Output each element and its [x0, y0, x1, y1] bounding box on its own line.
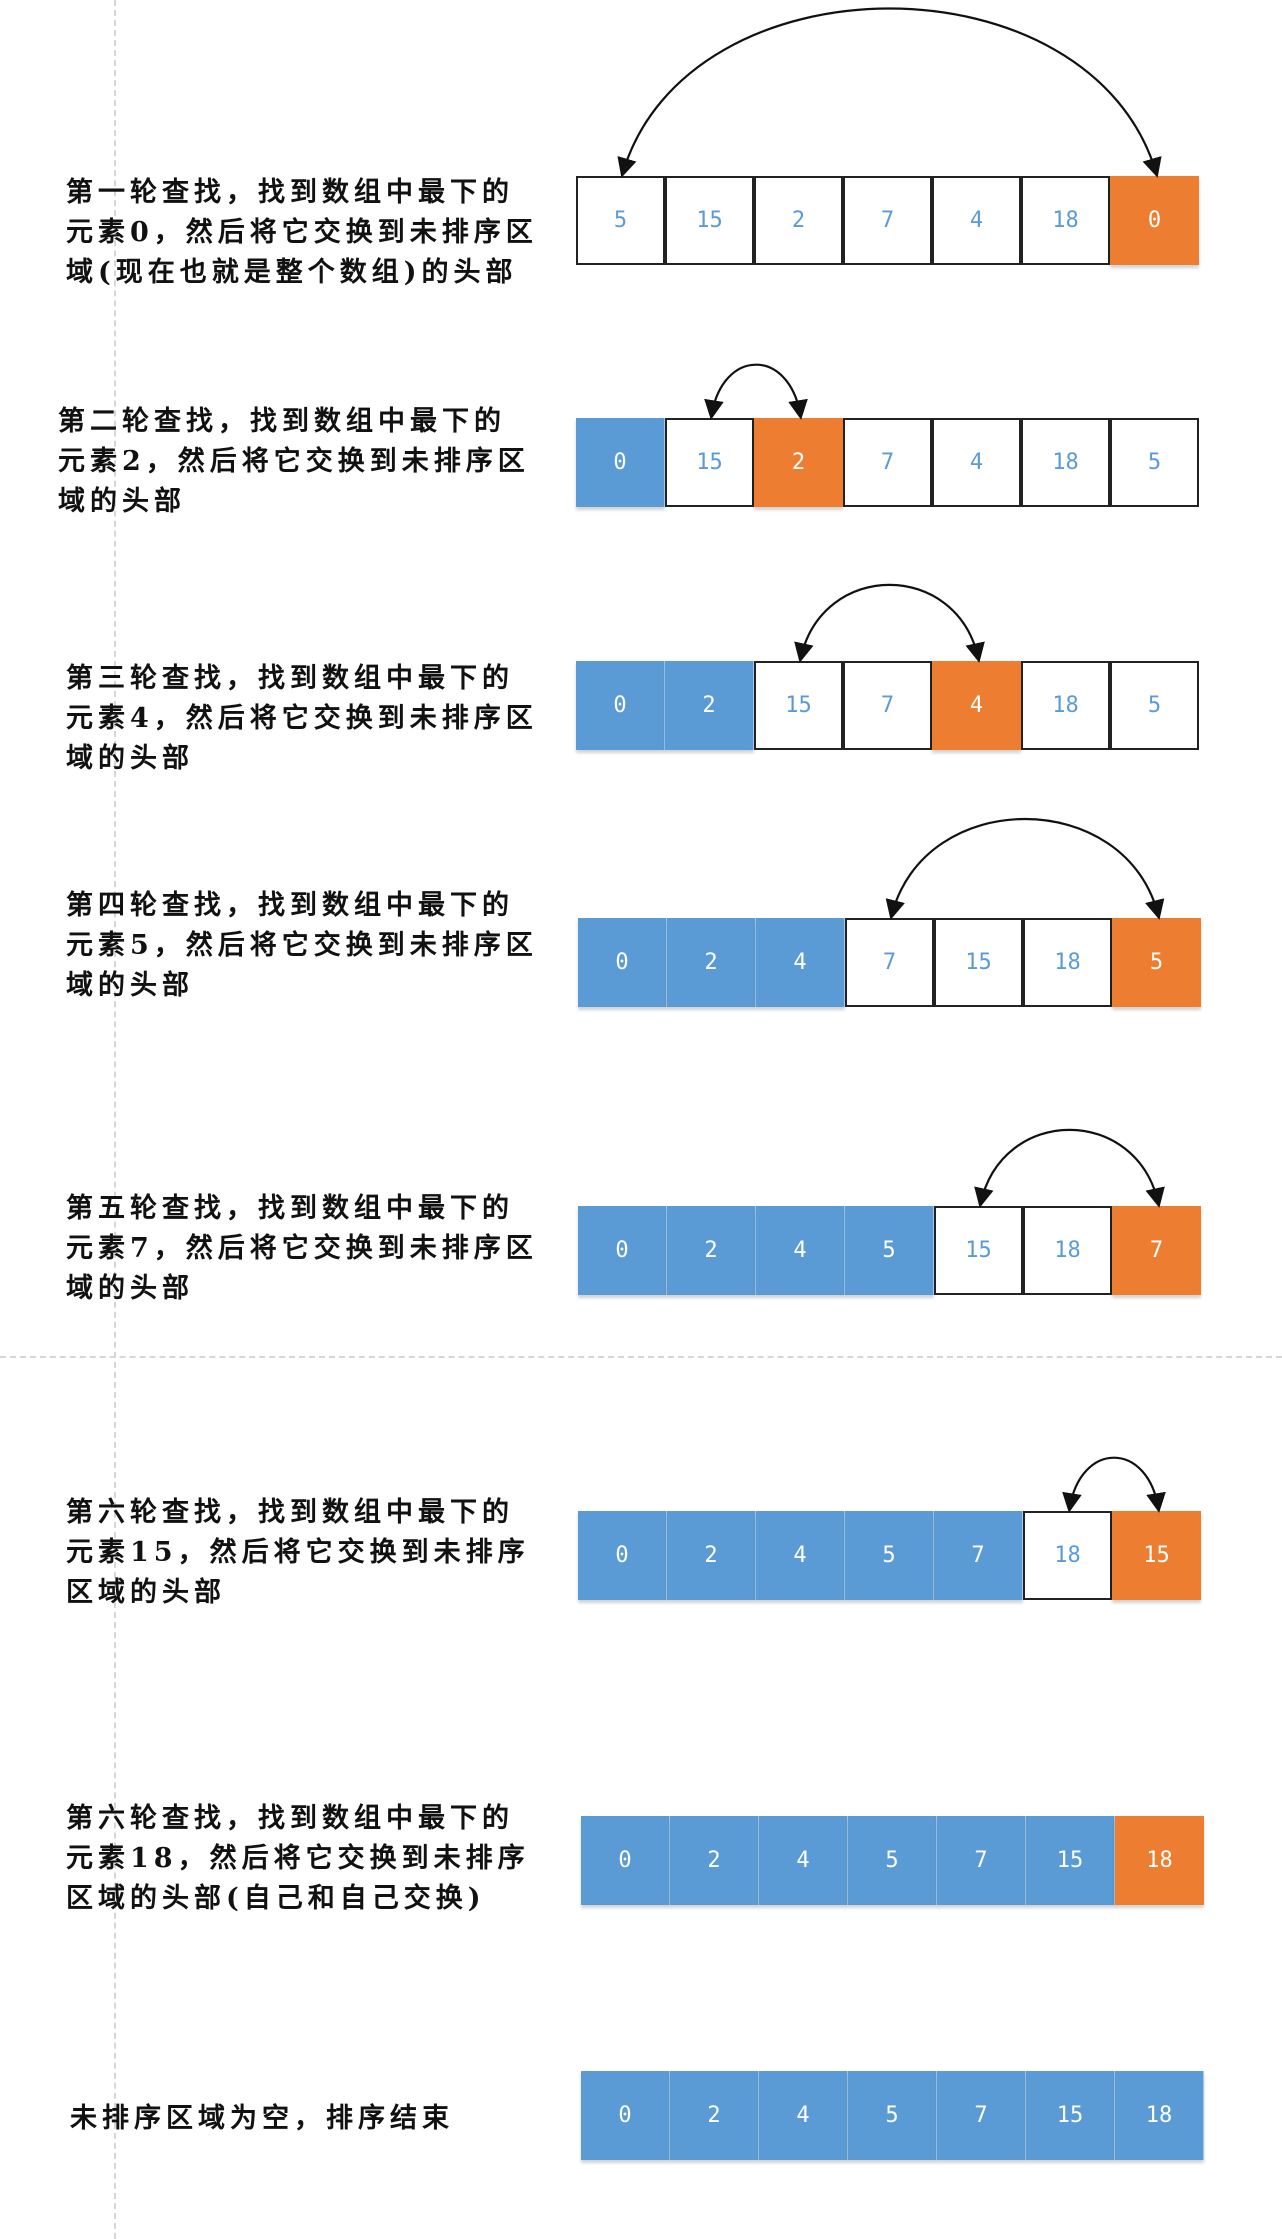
array-cell-unsorted: 7 — [843, 176, 932, 265]
array-cell-sorted: 4 — [756, 1511, 845, 1600]
step-description: 第四轮查找，找到数组中最下的 元素5，然后将它交换到未排序区 域的头部 — [66, 890, 538, 1001]
array-cell-sorted: 7 — [937, 2071, 1026, 2160]
array-cell-sorted: 5 — [848, 2071, 937, 2160]
array-cell-sorted: 2 — [670, 2071, 759, 2160]
array-cell-min: 0 — [1110, 176, 1199, 265]
array-cell-sorted: 4 — [756, 918, 845, 1007]
step-description: 第六轮查找，找到数组中最下的 元素18，然后将它交换到未排序 区域的头部(自己和… — [66, 1803, 530, 1914]
array-cell-sorted: 15 — [1026, 2071, 1115, 2160]
step-description: 第五轮查找，找到数组中最下的 元素7，然后将它交换到未排序区 域的头部 — [66, 1193, 538, 1304]
array-cell-unsorted: 18 — [1021, 418, 1110, 507]
step-description: 未排序区域为空，排序结束 — [70, 2103, 454, 2134]
array-cell-sorted: 0 — [581, 2071, 670, 2160]
array-cell-unsorted: 7 — [845, 918, 934, 1007]
array-cell-sorted: 2 — [667, 1206, 756, 1295]
array-cell-sorted: 2 — [667, 1511, 756, 1600]
array-cell-sorted: 0 — [578, 918, 667, 1007]
array-cell-sorted: 18 — [1115, 2071, 1204, 2160]
array-cell-unsorted: 18 — [1021, 176, 1110, 265]
array-cell-sorted: 4 — [756, 1206, 845, 1295]
array-cell-sorted: 7 — [934, 1511, 1023, 1600]
array-cell-min: 5 — [1112, 918, 1201, 1007]
array-cell-sorted: 4 — [759, 2071, 848, 2160]
array-cell-sorted: 0 — [578, 1511, 667, 1600]
array-cell-sorted: 4 — [759, 1816, 848, 1905]
step-description: 第一轮查找，找到数组中最下的 元素0，然后将它交换到未排序区 域(现在也就是整个… — [66, 177, 538, 288]
array-cell-min: 4 — [932, 661, 1021, 750]
vertical-guide-line — [114, 0, 116, 2239]
array-cell-unsorted: 15 — [754, 661, 843, 750]
array-cell-sorted: 5 — [848, 1816, 937, 1905]
array-cell-unsorted: 18 — [1021, 661, 1110, 750]
array-cell-sorted: 15 — [1026, 1816, 1115, 1905]
array-cell-sorted: 5 — [845, 1206, 934, 1295]
horizontal-divider — [0, 1356, 1282, 1358]
step-description: 第二轮查找，找到数组中最下的 元素2，然后将它交换到未排序区 域的头部 — [58, 406, 530, 517]
array-cell-sorted: 7 — [937, 1816, 1026, 1905]
array-cell-unsorted: 15 — [934, 1206, 1023, 1295]
array-cell-unsorted: 18 — [1023, 1206, 1112, 1295]
array-cell-sorted: 2 — [667, 918, 756, 1007]
array-cell-sorted: 0 — [576, 418, 665, 507]
array-cell-min: 18 — [1115, 1816, 1204, 1905]
step-description: 第三轮查找，找到数组中最下的 元素4，然后将它交换到未排序区 域的头部 — [66, 663, 538, 774]
array-cell-sorted: 2 — [665, 661, 754, 750]
array-cell-unsorted: 18 — [1023, 918, 1112, 1007]
array-cell-min: 2 — [754, 418, 843, 507]
array-cell-unsorted: 4 — [932, 176, 1021, 265]
step-description: 第六轮查找，找到数组中最下的 元素15，然后将它交换到未排序 区域的头部 — [66, 1497, 530, 1608]
array-cell-min: 7 — [1112, 1206, 1201, 1295]
array-cell-unsorted: 5 — [1110, 661, 1199, 750]
array-cell-unsorted: 15 — [665, 176, 754, 265]
array-cell-min: 15 — [1112, 1511, 1201, 1600]
array-cell-unsorted: 7 — [843, 418, 932, 507]
array-cell-sorted: 0 — [576, 661, 665, 750]
array-cell-unsorted: 7 — [843, 661, 932, 750]
array-cell-unsorted: 5 — [1110, 418, 1199, 507]
array-cell-sorted: 0 — [581, 1816, 670, 1905]
array-cell-unsorted: 18 — [1023, 1511, 1112, 1600]
array-cell-sorted: 2 — [670, 1816, 759, 1905]
array-cell-sorted: 5 — [845, 1511, 934, 1600]
array-cell-sorted: 0 — [578, 1206, 667, 1295]
array-cell-unsorted: 4 — [932, 418, 1021, 507]
